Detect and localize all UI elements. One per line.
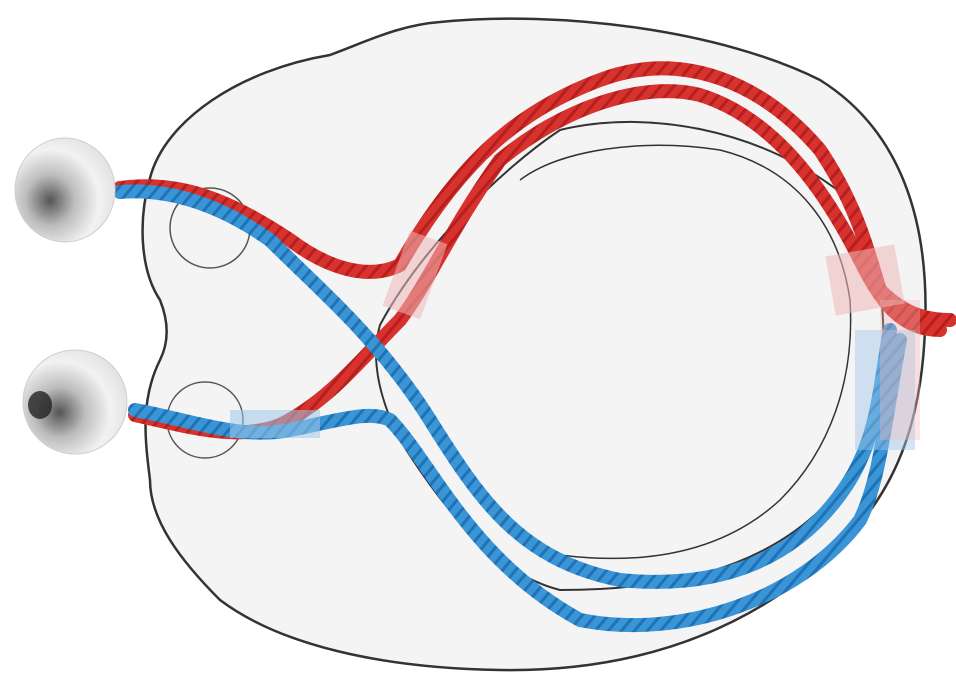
lower-eyeball bbox=[23, 350, 127, 454]
upper-eyeball bbox=[15, 138, 115, 242]
